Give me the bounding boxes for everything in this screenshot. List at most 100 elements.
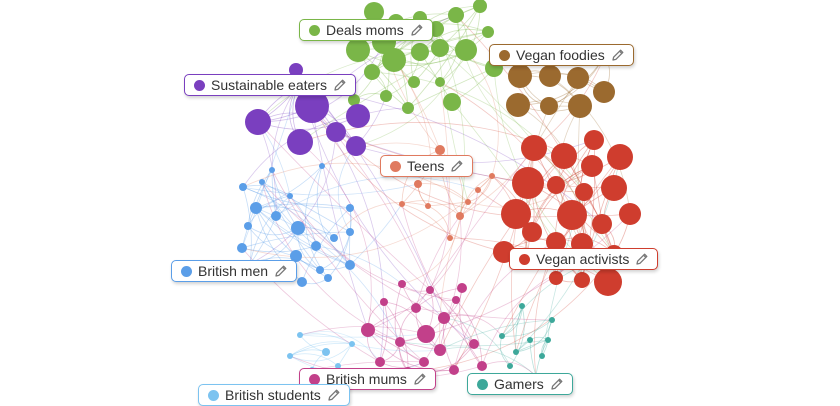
node-british-men[interactable] xyxy=(346,228,354,236)
node-vegan-foodies[interactable] xyxy=(593,81,615,103)
pencil-icon[interactable] xyxy=(611,48,625,62)
node-british-students[interactable] xyxy=(349,341,355,347)
node-british-mums[interactable] xyxy=(417,325,435,343)
node-deals-moms[interactable] xyxy=(408,76,420,88)
node-deals-moms[interactable] xyxy=(380,90,392,102)
node-british-men[interactable] xyxy=(330,234,338,242)
node-vegan-activists[interactable] xyxy=(619,203,641,225)
node-deals-moms[interactable] xyxy=(435,77,445,87)
node-british-men[interactable] xyxy=(244,222,252,230)
node-deals-moms[interactable] xyxy=(443,93,461,111)
cluster-label-teens[interactable]: Teens xyxy=(380,155,473,177)
node-gamers[interactable] xyxy=(499,333,505,339)
node-british-mums[interactable] xyxy=(395,337,405,347)
node-sustainable-eaters[interactable] xyxy=(346,136,366,156)
node-deals-moms[interactable] xyxy=(431,39,449,57)
node-gamers[interactable] xyxy=(545,337,551,343)
cluster-label-vegan-foodies[interactable]: Vegan foodies xyxy=(489,44,634,66)
node-british-men[interactable] xyxy=(316,266,324,274)
node-teens[interactable] xyxy=(399,201,405,207)
cluster-label-vegan-activists[interactable]: Vegan activists xyxy=(509,248,658,270)
node-vegan-activists[interactable] xyxy=(557,200,587,230)
node-teens[interactable] xyxy=(447,235,453,241)
node-british-mums[interactable] xyxy=(457,283,467,293)
node-deals-moms[interactable] xyxy=(364,64,380,80)
node-british-men[interactable] xyxy=(237,243,247,253)
node-british-mums[interactable] xyxy=(426,286,434,294)
node-british-men[interactable] xyxy=(324,274,332,282)
cluster-label-british-students[interactable]: British students xyxy=(198,384,350,406)
node-british-mums[interactable] xyxy=(398,280,406,288)
node-british-men[interactable] xyxy=(311,241,321,251)
node-vegan-activists[interactable] xyxy=(575,183,593,201)
node-british-mums[interactable] xyxy=(469,339,479,349)
node-gamers[interactable] xyxy=(549,317,555,323)
node-vegan-activists[interactable] xyxy=(574,272,590,288)
node-british-men[interactable] xyxy=(239,183,247,191)
node-teens[interactable] xyxy=(465,199,471,205)
node-british-mums[interactable] xyxy=(361,323,375,337)
node-british-men[interactable] xyxy=(291,221,305,235)
node-gamers[interactable] xyxy=(507,363,513,369)
node-teens[interactable] xyxy=(425,203,431,209)
node-deals-moms[interactable] xyxy=(402,102,414,114)
cluster-label-deals-moms[interactable]: Deals moms xyxy=(299,19,433,41)
node-teens[interactable] xyxy=(435,145,445,155)
cluster-label-british-men[interactable]: British men xyxy=(171,260,297,282)
node-british-men[interactable] xyxy=(319,163,325,169)
node-british-mums[interactable] xyxy=(449,365,459,375)
node-british-men[interactable] xyxy=(345,260,355,270)
node-sustainable-eaters[interactable] xyxy=(326,122,346,142)
node-vegan-activists[interactable] xyxy=(549,271,563,285)
node-vegan-activists[interactable] xyxy=(601,175,627,201)
node-gamers[interactable] xyxy=(519,303,525,309)
node-vegan-activists[interactable] xyxy=(512,167,544,199)
node-british-mums[interactable] xyxy=(438,312,450,324)
node-deals-moms[interactable] xyxy=(455,39,477,61)
pencil-icon[interactable] xyxy=(410,23,424,37)
node-vegan-activists[interactable] xyxy=(581,155,603,177)
node-british-students[interactable] xyxy=(297,332,303,338)
node-british-students[interactable] xyxy=(322,348,330,356)
node-vegan-activists[interactable] xyxy=(521,135,547,161)
node-british-mums[interactable] xyxy=(380,298,388,306)
node-british-mums[interactable] xyxy=(411,303,421,313)
node-vegan-activists[interactable] xyxy=(592,214,612,234)
node-vegan-activists[interactable] xyxy=(522,222,542,242)
node-deals-moms[interactable] xyxy=(482,26,494,38)
node-vegan-foodies[interactable] xyxy=(506,93,530,117)
node-vegan-activists[interactable] xyxy=(594,268,622,296)
node-vegan-foodies[interactable] xyxy=(539,65,561,87)
node-vegan-activists[interactable] xyxy=(584,130,604,150)
node-british-mums[interactable] xyxy=(477,361,487,371)
node-british-men[interactable] xyxy=(346,204,354,212)
node-british-men[interactable] xyxy=(259,179,265,185)
node-british-mums[interactable] xyxy=(375,357,385,367)
node-vegan-foodies[interactable] xyxy=(540,97,558,115)
node-sustainable-eaters[interactable] xyxy=(287,129,313,155)
node-teens[interactable] xyxy=(475,187,481,193)
node-british-men[interactable] xyxy=(287,193,293,199)
node-british-mums[interactable] xyxy=(434,344,446,356)
cluster-label-sustainable-eaters[interactable]: Sustainable eaters xyxy=(184,74,356,96)
pencil-icon[interactable] xyxy=(635,252,649,266)
node-british-men[interactable] xyxy=(297,277,307,287)
node-gamers[interactable] xyxy=(513,349,519,355)
node-sustainable-eaters[interactable] xyxy=(346,104,370,128)
node-teens[interactable] xyxy=(456,212,464,220)
cluster-label-gamers[interactable]: Gamers xyxy=(467,373,573,395)
pencil-icon[interactable] xyxy=(450,159,464,173)
node-gamers[interactable] xyxy=(539,353,545,359)
node-sustainable-eaters[interactable] xyxy=(245,109,271,135)
node-teens[interactable] xyxy=(414,180,422,188)
pencil-icon[interactable] xyxy=(550,377,564,391)
node-deals-moms[interactable] xyxy=(382,48,406,72)
node-vegan-activists[interactable] xyxy=(551,143,577,169)
node-british-men[interactable] xyxy=(269,167,275,173)
node-british-mums[interactable] xyxy=(452,296,460,304)
pencil-icon[interactable] xyxy=(413,372,427,386)
node-vegan-foodies[interactable] xyxy=(508,64,532,88)
node-british-men[interactable] xyxy=(271,211,281,221)
node-deals-moms[interactable] xyxy=(448,7,464,23)
node-vegan-activists[interactable] xyxy=(607,144,633,170)
